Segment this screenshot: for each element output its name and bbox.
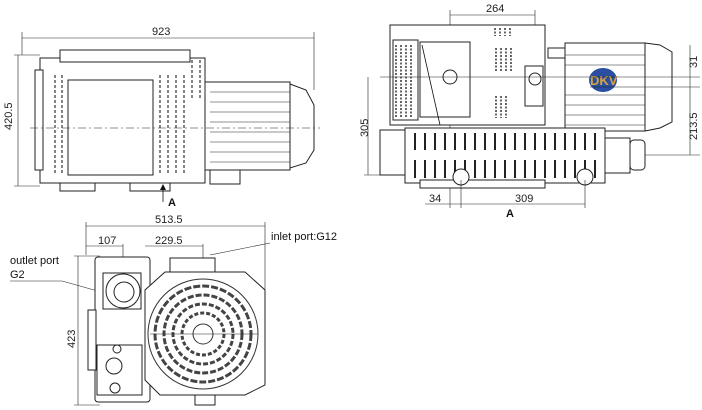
- dim-height-end: 423: [66, 330, 78, 348]
- dim-outlet-offset: 107: [98, 235, 116, 247]
- dim-foot-spacing: 309: [515, 193, 533, 205]
- end-view: 513.5 107 229.5 inlet port:G12 outlet po…: [10, 214, 337, 406]
- dim-overall-length: 923: [152, 26, 170, 38]
- dim-offset-axis: 213.5: [688, 112, 700, 140]
- top-view: 264 DKV: [359, 3, 700, 220]
- svg-text:DKV: DKV: [590, 73, 618, 88]
- dim-port-spacing: 264: [486, 3, 504, 15]
- dim-offset-top: 31: [688, 56, 700, 68]
- dim-height: 420.5: [3, 102, 15, 130]
- motor: [204, 81, 291, 171]
- dim-foot-offset: 34: [429, 193, 441, 205]
- dim-inlet-offset: 229.5: [155, 235, 183, 247]
- outlet-port-label: outlet port: [10, 255, 59, 267]
- side-view: 923 420.5 A: [3, 26, 320, 209]
- view-marker-a: A: [168, 197, 176, 209]
- inlet-port-label: inlet port:G12: [271, 231, 337, 243]
- view-marker-a-top: A: [506, 208, 514, 220]
- outlet-port-size: G2: [10, 269, 25, 281]
- dim-overall-width: 513.5: [155, 214, 183, 226]
- dim-depth: 305: [359, 119, 371, 137]
